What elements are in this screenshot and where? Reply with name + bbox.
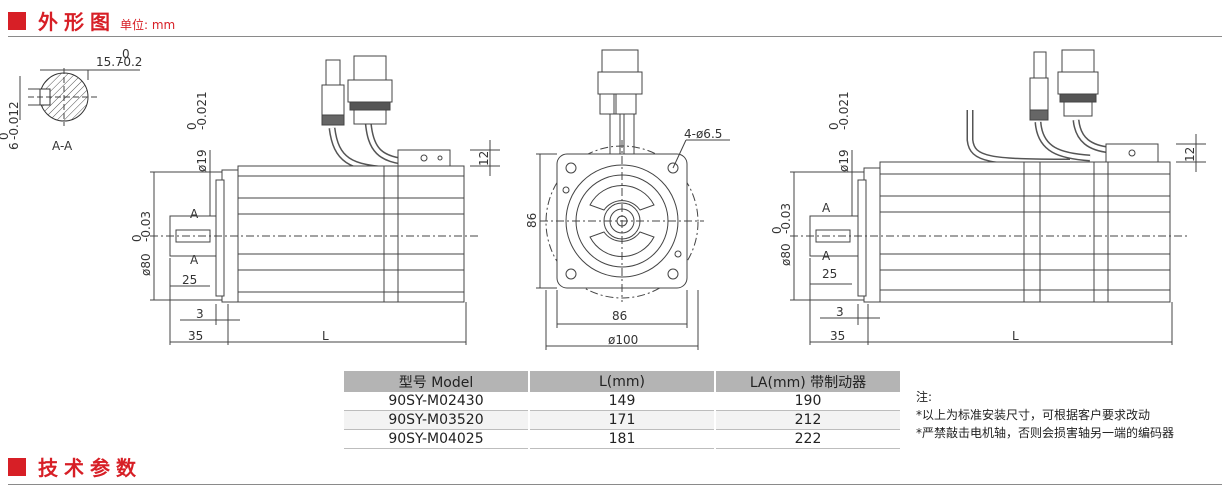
model-dimension-table: 型号 Model L(mm) LA(mm) 带制动器 90SY-M02430 1… xyxy=(344,371,900,449)
unit-label: 单位: mm xyxy=(120,18,176,32)
shaft-width-dim: 15.7 xyxy=(96,55,123,69)
section-mark-bottom: A xyxy=(822,249,831,263)
section-header-dimensions: 外形图 单位: mm xyxy=(8,6,175,35)
flange-thickness: 3 xyxy=(196,307,204,321)
red-square-icon xyxy=(8,457,26,476)
key-tol-top: 0 xyxy=(0,132,11,140)
key-length: 25 xyxy=(822,267,837,281)
key-length: 25 xyxy=(182,273,197,287)
pilot-tol-bottom: -0.03 xyxy=(779,203,793,234)
section-title: 外形图 xyxy=(38,10,116,34)
key-tol-bottom: -0.012 xyxy=(7,101,21,140)
shaft-dia: ø19 xyxy=(837,149,851,172)
shaft-tol-top: 0 xyxy=(827,122,841,130)
pilot-dia: ø80 xyxy=(139,253,153,276)
col-length-brake: LA(mm) 带制动器 xyxy=(714,371,900,392)
shaft-dia: ø19 xyxy=(195,149,209,172)
shaft-cross-section: 15.7 0 -0.2 6 0 -0.012 A-A xyxy=(0,47,142,153)
section-label: A-A xyxy=(52,139,73,153)
table-header-row: 型号 Model L(mm) LA(mm) 带制动器 xyxy=(344,371,900,392)
pilot-tol-top: 0 xyxy=(770,226,784,234)
section-mark-top: A xyxy=(822,201,831,215)
cell-length: 181 xyxy=(528,429,715,449)
shaft-tol-bottom: -0.021 xyxy=(195,91,209,130)
square-width: 86 xyxy=(612,309,627,323)
mounting-holes: 4-ø6.5 xyxy=(684,127,722,141)
height-dim: 12 xyxy=(1183,147,1197,162)
pcd-diameter: ø100 xyxy=(608,333,638,347)
shaft-width-tol-top: 0 xyxy=(122,47,130,61)
table-row: 90SY-M02430 149 190 xyxy=(344,392,900,411)
shaft-tol-top: 0 xyxy=(185,122,199,130)
notes-title: 注: xyxy=(916,390,933,404)
front-view: 4-ø6.5 86 86 ø100 xyxy=(525,49,730,350)
section-mark-bottom: A xyxy=(190,253,199,267)
col-length: L(mm) xyxy=(528,371,715,392)
section-header-specs: 技术参数 xyxy=(8,452,142,481)
outline-drawing: 15.7 0 -0.2 6 0 -0.012 A-A xyxy=(0,47,1206,350)
shaft-tol-bottom: -0.021 xyxy=(837,91,851,130)
key-dim: 6 xyxy=(7,142,21,150)
cell-length: 171 xyxy=(528,410,715,430)
shaft-length: 35 xyxy=(830,329,845,343)
cell-length-brake: 190 xyxy=(714,392,900,411)
cell-length: 149 xyxy=(528,392,715,411)
note-line: *以上为标准安装尺寸，可根据客户要求改动 xyxy=(916,408,1151,422)
cell-model: 90SY-M03520 xyxy=(344,410,529,430)
body-length: L xyxy=(322,329,329,343)
cell-model: 90SY-M02430 xyxy=(344,392,529,411)
section-mark-top: A xyxy=(190,207,199,221)
notes-block: 注: *以上为标准安装尺寸，可根据客户要求改动 *严禁敲击电机轴，否则会损害轴另… xyxy=(916,388,1174,442)
flange-thickness: 3 xyxy=(836,305,844,319)
square-height: 86 xyxy=(525,213,539,228)
col-model: 型号 Model xyxy=(344,371,529,392)
cell-length-brake: 212 xyxy=(714,410,900,430)
pilot-dia: ø80 xyxy=(779,243,793,266)
section-divider xyxy=(8,36,1222,37)
cell-length-brake: 222 xyxy=(714,429,900,449)
pilot-tol-bottom: -0.03 xyxy=(139,211,153,242)
pilot-tol-top: 0 xyxy=(130,234,144,242)
side-view-brake: ø19 0 -0.021 ø80 0 -0.03 12 A A 25 3 35 … xyxy=(770,49,1206,345)
cell-model: 90SY-M04025 xyxy=(344,429,529,449)
table-row: 90SY-M03520 171 212 xyxy=(344,410,900,430)
shaft-width-tol-bottom: -0.2 xyxy=(119,55,142,69)
body-length: L xyxy=(1012,329,1019,343)
note-line: *严禁敲击电机轴，否则会损害轴另一端的编码器 xyxy=(916,426,1175,440)
side-view-standard: ø19 0 -0.021 ø80 0 -0.03 12 A A 25 3 35 … xyxy=(130,55,500,345)
section-divider xyxy=(8,484,1222,485)
height-dim: 12 xyxy=(477,151,491,166)
table-row: 90SY-M04025 181 222 xyxy=(344,429,900,449)
shaft-length: 35 xyxy=(188,329,203,343)
section-title: 技术参数 xyxy=(38,456,142,480)
red-square-icon xyxy=(8,11,26,30)
